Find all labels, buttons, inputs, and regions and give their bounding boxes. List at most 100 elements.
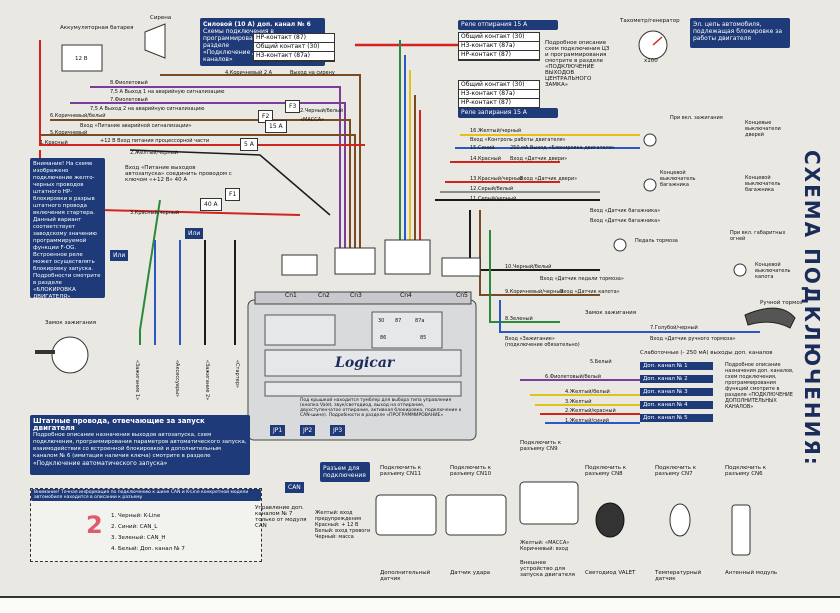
right-wire-label: 4.Желтый/белый xyxy=(565,389,610,395)
connector-block-a xyxy=(281,254,318,276)
wire-brown-5 xyxy=(40,134,356,250)
right-wire-label: Вход «Зажигание» (подключение обязательн… xyxy=(505,336,580,348)
can-box: Внимание! Точная информация по подключен… xyxy=(30,488,262,562)
module-title: Подключить к разъему CN9 xyxy=(520,440,562,452)
battery-voltage: 12 В xyxy=(75,56,88,62)
module-caption: Антенный модуль xyxy=(725,570,778,576)
ignition2-label: «Зажигание 2» xyxy=(204,360,210,401)
connector-label: Cn3 xyxy=(350,292,362,299)
wire-red-black-3 xyxy=(99,209,301,216)
right-wire-label: 13.Красный/черный xyxy=(470,176,523,182)
right-wire-label: 14.Красный xyxy=(470,156,501,162)
starter-label: «Стартер» xyxy=(234,360,240,388)
fuse: F1 xyxy=(225,188,241,201)
tacho-scale: x100 xyxy=(644,58,658,64)
left-relay-table: НР-контакт (87) Общий контакт (30) НЗ-ко… xyxy=(253,33,335,62)
right-wire-label: Вход «Датчик капота» xyxy=(560,289,620,295)
left-wire-label: 2.Черный/белый xyxy=(300,108,344,114)
aux-channel: Доп. канал № 1 xyxy=(640,362,713,370)
right-wire-label: 11.Серый/черный xyxy=(470,196,517,202)
left-wire-label: 8.Фиолетовый xyxy=(110,80,148,86)
right-wire-label: 8.Зеленый xyxy=(505,316,533,322)
jumper: JP2 xyxy=(300,425,316,436)
right-wire-label: 7.Голубой/черный xyxy=(650,325,698,331)
right-wire-label: 5.Белый xyxy=(590,359,612,365)
module-cn7-graphic xyxy=(669,503,691,537)
fuse: 15 А xyxy=(265,120,287,133)
connector-label: Cn1 xyxy=(285,292,297,299)
lock-relay-title: Реле отпирания 15 А xyxy=(458,20,558,30)
wire-violet-8 xyxy=(90,86,341,250)
relay-key: 86 xyxy=(380,335,387,341)
module-title: Подключить к разъему CN8 xyxy=(585,465,627,477)
module-cn8-graphic xyxy=(595,502,625,538)
left-wire-label: 3.Красный/черный xyxy=(130,210,180,216)
module-caption: Датчик удара xyxy=(450,570,491,576)
module-cn10-graphic xyxy=(445,494,507,536)
trunk-switch-icon xyxy=(643,178,657,192)
right-wire-label: 16.Желтый/черный xyxy=(470,128,522,134)
lock-relay-table: Общий контакт (30) НЗ-контакт (87а) НР-к… xyxy=(458,32,540,61)
aux-channel: Доп. канал № 4 xyxy=(640,401,713,409)
engine-block-box: Эл. цепь автомобиля, подлежащая блокиров… xyxy=(690,18,790,48)
left-wire-label: 2.Желтый/черный xyxy=(130,150,178,156)
jumper: JP3 xyxy=(330,425,346,436)
cn11-wires: Желтый: вход предупреждения Красный: + 1… xyxy=(315,510,371,540)
can-label: CAN xyxy=(285,482,304,493)
left-wire-label: 7.Фиолетовый xyxy=(110,97,148,103)
module-title: Подключить к разъему CN7 xyxy=(655,465,697,477)
ignition1-label: «Зажигание 1» xyxy=(134,360,140,401)
ili-badge-2: Или xyxy=(110,250,129,261)
right-label: Вход «Датчик багажника» xyxy=(590,208,661,214)
module-title: Подключить к разъему CN6 xyxy=(725,465,767,477)
jumper: JP1 xyxy=(270,425,286,436)
std-wires-title: Штатные провода, отвечающие за запуск дв… xyxy=(33,417,205,432)
right-wire-label: 15.Синий xyxy=(470,145,495,151)
can-ctrl-text: Управление доп. каналом № 7 только от мо… xyxy=(255,505,307,529)
left-note: Вход «Питание выходов автозапуска» соеди… xyxy=(125,165,232,183)
right-label: Вход «Датчик багажника» xyxy=(590,218,661,224)
connector-block-c xyxy=(384,239,431,275)
can-note: Внимание! Точная информация по подключен… xyxy=(31,489,261,501)
right-label: При вкл. зажигания xyxy=(670,115,723,121)
diagram-title: СХЕМА ПОДКЛЮЧЕНИЯ: xyxy=(800,150,824,467)
right-label: Педаль тормоза xyxy=(635,238,678,244)
fuse: 5 А xyxy=(240,138,258,151)
can-wire: 4. Белый: Доп. канал № 7 xyxy=(111,546,185,552)
wire-r7 xyxy=(499,300,760,333)
std-wires-box: Штатные провода, отвечающие за запуск дв… xyxy=(30,415,250,475)
warning-box: Внимание! На схеме изображено подключени… xyxy=(30,158,105,300)
left-wire-label: 4.Коричневый 2 А xyxy=(225,70,273,76)
can-wire: 1. Черный: K-Line xyxy=(111,513,161,519)
connector-label: Cn4 xyxy=(400,292,412,299)
connector-block-d xyxy=(441,257,481,277)
left-wire-label: Выход на сирену xyxy=(290,70,335,76)
right-wire-label: Вход «Датчик ручного тормоза» xyxy=(650,336,736,342)
left-relay-row: Общий контакт (30) xyxy=(254,43,334,52)
right-label: Концевой выключатель багажника xyxy=(660,170,696,188)
hand-brake-graphic xyxy=(744,307,796,329)
right-label: При вкл. габаритных огней xyxy=(730,230,786,242)
can-wire: 2. Синий: CAN_L xyxy=(111,524,158,530)
right-wire-label: 9.Коричневый/черный xyxy=(505,289,564,295)
ignition-lock-label: Замок зажигания xyxy=(45,320,97,326)
relay-in-module xyxy=(371,311,443,349)
left-wire-label: +12 В Вход питания процессорной части xyxy=(100,138,210,144)
module-caption: Температурный датчик xyxy=(655,570,702,582)
module-cn9-graphic xyxy=(519,481,579,525)
left-wire-label: 6.Коричневый/белый xyxy=(50,113,106,119)
wire-r9 xyxy=(479,210,600,296)
wire-ignition-green xyxy=(139,199,161,345)
connector-label: Cn2 xyxy=(318,292,330,299)
module-top xyxy=(254,291,472,305)
lock-relay-row: Общий контакт (30) xyxy=(459,33,539,42)
channels-title: Слаботочные (- 250 мА) выходы доп. канал… xyxy=(640,350,773,356)
center-note: Под крышкой находится тумблер для выбора… xyxy=(300,398,462,418)
module-slot-1 xyxy=(264,314,336,346)
jumper-caption: Разъем для подключения xyxy=(320,462,370,482)
std-wires-text: Подробное описание назначения выходов ав… xyxy=(33,432,247,459)
left-wire-label: Вход «Питание аварийной сигнализации» xyxy=(80,123,192,129)
lock-relay-table-2: Общий контакт (30) НЗ-контакт (87а) НР-к… xyxy=(458,80,540,109)
